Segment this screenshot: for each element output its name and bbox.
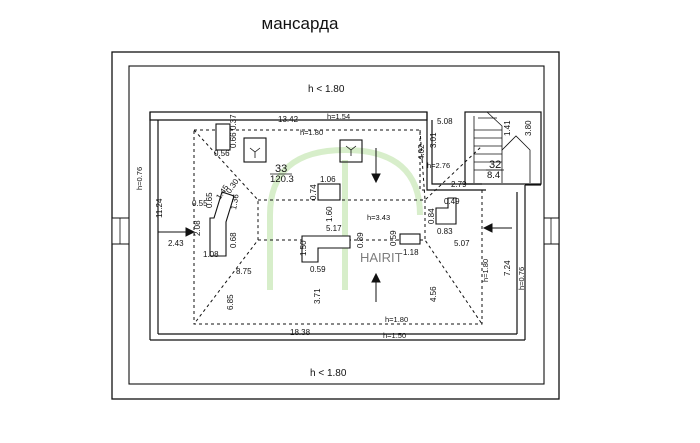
dim-049: 0.49 [444,197,460,206]
room-33-number: 33 [275,163,287,175]
dim-160: 1.60 [325,206,334,222]
inner-walls [149,111,542,341]
dim-083: 0.83 [437,227,453,236]
ceiling-height-right: h=0.76 [517,267,526,290]
ceiling-height-343: h=3.43 [367,213,390,222]
staircase [473,111,531,183]
dim-141: 1.41 [503,120,512,136]
ceiling-height-left: h=0.76 [135,167,144,190]
dim-508: 5.08 [437,117,453,126]
dim-108: 1.08 [203,250,219,259]
dim-1838: 18.38 [290,328,311,337]
elements [209,123,457,263]
ceiling-height-180-bottom: h=1.80 [385,315,408,324]
ceiling-height-150: h=1.50 [383,331,406,340]
ceiling-height-180-right: h=1.80 [481,259,490,282]
dim-1342: 13.42 [278,115,299,124]
dim-089: 0.89 [356,232,365,248]
dim-685: 6.85 [226,294,235,310]
dim-724: 7.24 [503,260,512,276]
ceiling-height-154: h=1.54 [327,112,350,121]
dim-065: 0.65 [205,192,214,208]
outer-walls [111,51,560,400]
dim-118: 1.18 [403,248,419,257]
dim-056: 0.56 [214,149,230,158]
dim-1124: 11.24 [155,198,164,218]
dim-059b: 0.59 [389,230,398,246]
dim-380: 3.80 [524,120,533,136]
page-title: мансарда [261,14,339,33]
dim-074: 0.74 [309,184,318,200]
dim-402: 4.02 [417,144,426,160]
slope-arrows [158,148,512,302]
dim-301: 3.01 [429,132,438,148]
dim-068: 0.68 [229,232,238,248]
dim-059: 0.59 [310,265,326,274]
dim-150: 1.50 [299,240,308,256]
watermark-logo [267,146,423,290]
dim-208: 2.08 [193,220,202,236]
room-32-area: 8.4 [487,170,500,181]
dim-456: 4.56 [429,286,438,302]
dim-279: 2.79 [451,180,467,189]
ceiling-height-276: h=2.76 [427,161,450,170]
room-32-number: 32 [489,159,501,171]
ceiling-height-bottom: h < 1.80 [310,368,347,379]
watermark-text: HAIRIT [360,250,403,265]
dim-517: 5.17 [326,224,342,233]
dim-875: 8.75 [236,267,252,276]
dim-136: 1.36 [229,193,241,210]
dim-106: 1.06 [320,175,336,184]
dim-030: 0.30 [224,177,241,195]
dim-037: 0.37 [229,114,238,130]
dim-066: 0.66 [229,132,238,148]
dim-507: 5.07 [454,239,470,248]
dim-084: 0.84 [427,208,436,224]
ceiling-height-180-top: h=1.80 [300,128,323,137]
dim-055: 0.55 [192,199,208,208]
room-33-area: 120.3 [270,174,294,185]
dim-243: 2.43 [168,239,184,248]
dim-371: 3.71 [313,288,322,304]
ceiling-height-top: h < 1.80 [308,84,345,95]
